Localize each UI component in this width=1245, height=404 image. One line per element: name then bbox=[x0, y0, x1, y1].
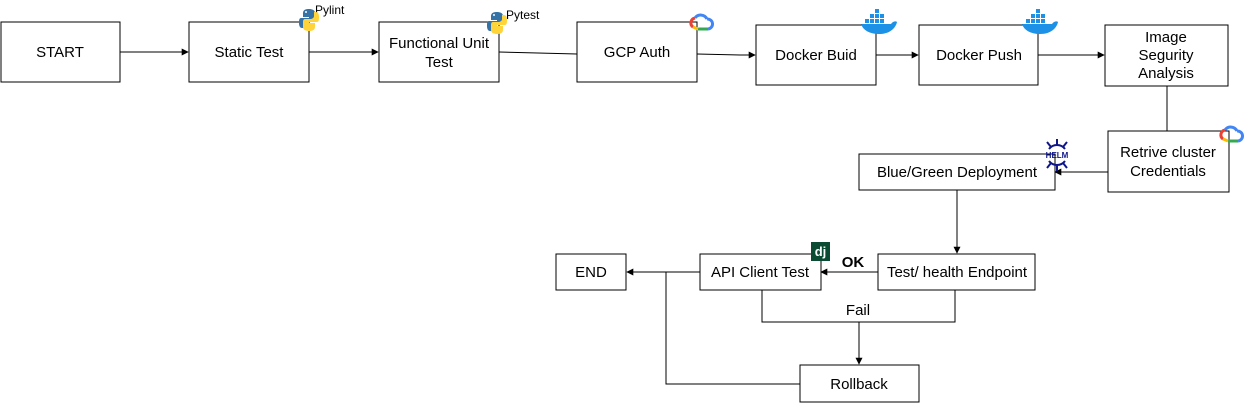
node-blue-green-deployment[interactable]: Blue/Green Deployment bbox=[858, 153, 1056, 191]
node-health-endpoint-label: Test/ health Endpoint bbox=[887, 264, 1028, 281]
node-functional-unit-test-label-1: Functional Unit bbox=[389, 35, 490, 52]
node-api-client-test[interactable]: API Client Test bbox=[699, 253, 822, 291]
node-image-security-label-2: Segurity bbox=[1138, 47, 1194, 64]
node-static-test[interactable]: Static Test bbox=[188, 21, 310, 83]
node-api-client-label: API Client Test bbox=[711, 264, 810, 281]
docker-whale-icon bbox=[861, 9, 897, 34]
helm-wheel-icon: HELM bbox=[1046, 139, 1069, 171]
edge-functional-test-to-gcp-auth bbox=[498, 51, 578, 55]
node-image-security-analysis[interactable]: Image Segurity Analysis bbox=[1104, 24, 1229, 87]
helm-icon-label: HELM bbox=[1046, 151, 1069, 160]
node-docker-build-label: Docker Buid bbox=[775, 47, 857, 64]
node-gcp-auth[interactable]: GCP Auth bbox=[576, 21, 698, 83]
node-rollback-label: Rollback bbox=[830, 376, 888, 393]
google-cloud-icon bbox=[1219, 125, 1245, 143]
node-start[interactable]: START bbox=[0, 21, 121, 83]
node-image-security-label-1: Image bbox=[1145, 29, 1187, 46]
edges bbox=[120, 48, 1168, 385]
django-icon-label: dj bbox=[815, 244, 827, 259]
node-functional-unit-test[interactable]: Functional Unit Test bbox=[378, 21, 500, 83]
node-start-label: START bbox=[36, 44, 84, 61]
node-docker-push[interactable]: Docker Push bbox=[918, 24, 1039, 86]
node-gcp-auth-label: GCP Auth bbox=[604, 44, 670, 61]
node-docker-push-label: Docker Push bbox=[936, 47, 1022, 64]
node-static-test-label: Static Test bbox=[215, 44, 285, 61]
node-docker-build[interactable]: Docker Buid bbox=[755, 24, 877, 86]
node-end-label: END bbox=[575, 264, 607, 281]
edge-label-fail: Fail bbox=[846, 302, 870, 319]
ok-label-bg bbox=[836, 252, 870, 270]
node-functional-unit-test-label-2: Test bbox=[425, 54, 453, 71]
tag-pylint: Pylint bbox=[315, 3, 345, 17]
edge-label-ok: OK bbox=[842, 254, 865, 271]
google-cloud-icon bbox=[689, 13, 715, 31]
node-rollback[interactable]: Rollback bbox=[799, 364, 920, 403]
node-cluster-credentials-label-1: Retrive cluster bbox=[1120, 144, 1216, 161]
node-end[interactable]: END bbox=[555, 253, 627, 291]
node-test-health-endpoint[interactable]: Test/ health Endpoint bbox=[877, 253, 1036, 291]
docker-whale-icon bbox=[1022, 9, 1058, 34]
node-image-security-label-3: Analysis bbox=[1138, 65, 1194, 82]
python-logo-icon bbox=[487, 12, 507, 34]
node-blue-green-label: Blue/Green Deployment bbox=[877, 164, 1038, 181]
django-icon: dj bbox=[811, 242, 830, 261]
python-logo-icon bbox=[299, 9, 319, 31]
edge-rollback-to-end bbox=[665, 272, 800, 385]
tag-pytest: Pytest bbox=[506, 8, 540, 22]
node-retrieve-cluster-credentials[interactable]: Retrive cluster Credentials bbox=[1107, 130, 1230, 193]
node-cluster-credentials-label-2: Credentials bbox=[1130, 163, 1206, 180]
edge-gcp-auth-to-docker-build bbox=[696, 51, 756, 59]
